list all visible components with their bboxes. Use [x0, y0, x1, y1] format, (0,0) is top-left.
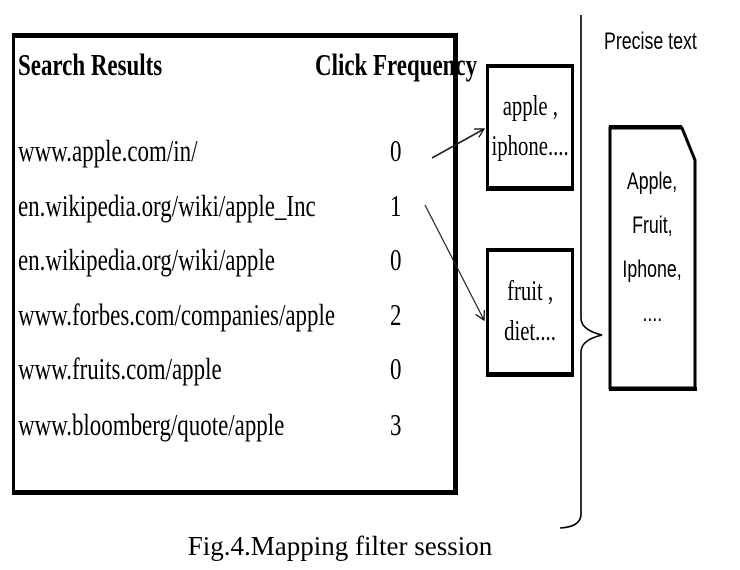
header-search-results: Search Results — [18, 47, 213, 83]
mapping-arrow-row1-box1 — [424, 204, 484, 320]
click-frequency-value: 0 — [390, 242, 402, 277]
table-row: www.bloomberg/quote/apple 3 — [18, 407, 448, 445]
keyword-line: diet.... — [504, 316, 556, 347]
precise-term: Iphone, — [622, 256, 683, 283]
keyword-line: iphone.... — [491, 131, 569, 162]
header-search-results-text: Search Results — [18, 47, 163, 82]
precise-text-label: Precise text — [604, 28, 729, 56]
table-row: www.fruits.com/apple 0 — [18, 351, 448, 389]
precise-text-label-text: Precise text — [604, 28, 697, 55]
table-row: www.forbes.com/companies/apple 2 — [18, 297, 448, 335]
mapping-arrow-row0-box0 — [431, 128, 484, 159]
click-frequency-value: 0 — [390, 351, 402, 386]
click-frequency-value: 0 — [390, 133, 402, 168]
search-result-url: www.fruits.com/apple — [18, 351, 222, 386]
click-frequency-value: 1 — [390, 188, 402, 223]
table-row: en.wikipedia.org/wiki/apple 0 — [18, 242, 448, 280]
click-frequency-value: 3 — [390, 407, 402, 442]
precise-term: .... — [642, 300, 663, 327]
click-frequency-value: 2 — [390, 297, 402, 332]
precise-term: Fruit, — [632, 212, 673, 239]
header-click-frequency-text: Click Frequency — [315, 47, 478, 82]
search-result-url: www.apple.com/in/ — [18, 133, 198, 168]
keyword-box-apple: apple , iphone.... — [486, 64, 574, 191]
precise-text-document: Apple, Fruit, Iphone,.... — [609, 160, 696, 336]
search-result-url: www.bloomberg/quote/apple — [18, 407, 285, 442]
curly-brace — [559, 15, 603, 529]
keyword-line: apple , — [502, 91, 558, 122]
search-result-url: www.forbes.com/companies/apple — [18, 297, 336, 332]
keyword-box-fruit: fruit , diet.... — [486, 248, 574, 377]
figure-caption: Fig.4.Mapping filter session — [187, 531, 493, 561]
table-row: en.wikipedia.org/wiki/apple_Inc 1 — [18, 188, 448, 226]
header-click-frequency: Click Frequency — [315, 47, 534, 83]
precise-term: Apple, — [627, 168, 678, 195]
table-row: www.apple.com/in/0 — [18, 133, 448, 171]
search-result-url: en.wikipedia.org/wiki/apple_Inc — [18, 188, 316, 223]
search-result-url: en.wikipedia.org/wiki/apple — [18, 242, 275, 277]
keyword-line: fruit , — [506, 276, 554, 307]
